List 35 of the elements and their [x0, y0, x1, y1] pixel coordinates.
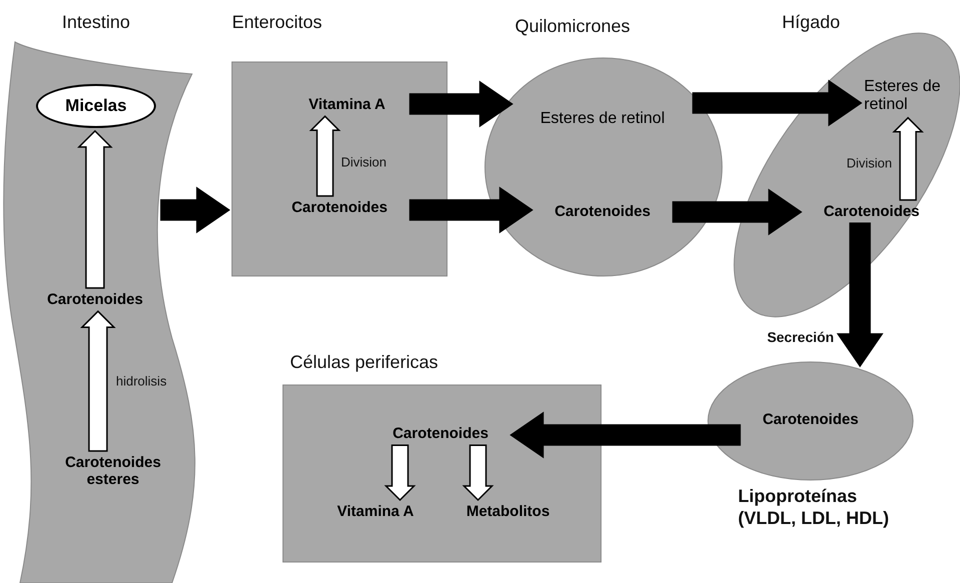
hollow-arrow [384, 444, 416, 502]
block-arrow [160, 186, 230, 234]
node-label: Vitamina A [313, 503, 438, 520]
hollow-arrow [77, 130, 113, 289]
node-label: Carotenoides [272, 199, 407, 216]
edge-label: hidrolisis [116, 374, 167, 389]
edge-label: Division [846, 155, 892, 170]
block-arrow [510, 412, 741, 458]
block-arrow [692, 80, 862, 126]
hollow-arrow [462, 444, 494, 502]
heading: Intestino [62, 12, 130, 34]
node-label: Carotenoides [535, 203, 670, 220]
block-arrow [409, 80, 514, 128]
node-label: Esteres de retinol [864, 78, 946, 115]
block-arrow [409, 186, 534, 234]
edge-label: Secreción [767, 328, 834, 345]
edge-label: Division [341, 154, 387, 170]
heading: Hígado [782, 12, 840, 34]
node-label: Carotenoides [804, 203, 939, 220]
heading: Quilomicrones [515, 16, 630, 38]
node-label: Esteres de retinol [515, 110, 690, 128]
node-label: Carotenoides [743, 411, 878, 428]
node-label: Metabolitos [453, 503, 563, 520]
heading: Células perifericas [290, 352, 438, 374]
node-label: Carotenoides [373, 425, 508, 442]
node-label: Vitamina A [287, 96, 407, 114]
hollow-arrow [892, 116, 924, 201]
node-label: Carotenoides [30, 291, 160, 308]
heading: Lipoproteínas (VLDL, LDL, HDL) [738, 486, 890, 530]
hollow-arrow [309, 115, 341, 197]
heading: Enterocitos [232, 12, 322, 34]
node-label: Carotenoides esteres [58, 454, 168, 488]
block-arrow [836, 222, 884, 368]
block-arrow [672, 188, 802, 236]
hollow-arrow [80, 310, 116, 452]
